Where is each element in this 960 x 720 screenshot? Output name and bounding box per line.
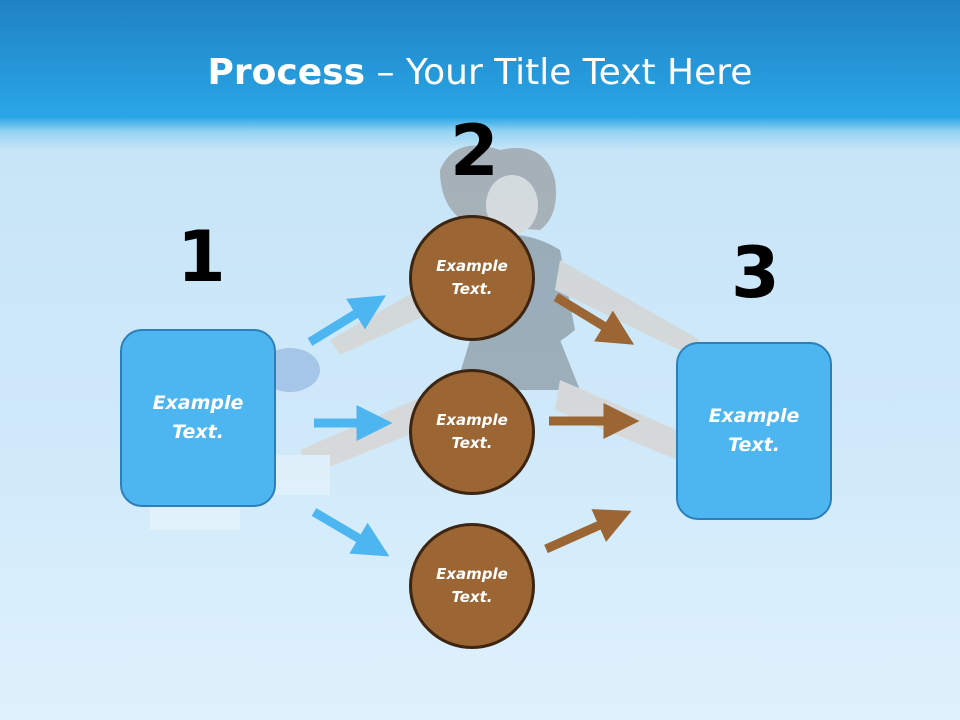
circle-top: Example Text.	[409, 215, 535, 341]
arrow-circle-bottom-to-box	[544, 509, 632, 554]
step-number-2: 2	[450, 110, 499, 192]
arrow-box-to-circle-bottom	[311, 508, 390, 557]
title-bold: Process	[207, 52, 366, 93]
right-box-line1: Example	[708, 405, 800, 427]
step-number-3: 3	[731, 232, 780, 314]
page-title: Process – Your Title Text Here	[0, 52, 960, 93]
circle-middle-line2: Text.	[451, 434, 493, 452]
circle-bottom-line2: Text.	[451, 588, 493, 606]
right-box: Example Text.	[676, 342, 832, 520]
circle-top-line1: Example	[436, 257, 508, 275]
title-rest: – Your Title Text Here	[365, 52, 753, 93]
left-box-line1: Example	[152, 392, 244, 414]
circle-middle: Example Text.	[409, 369, 535, 495]
circle-middle-line1: Example	[436, 411, 508, 429]
right-box-line2: Text.	[728, 434, 780, 456]
left-box: Example Text.	[120, 329, 276, 507]
circle-top-line2: Text.	[451, 280, 493, 298]
circle-bottom-line1: Example	[436, 565, 508, 583]
left-box-line2: Text.	[172, 421, 224, 443]
arrow-circle-top-to-box	[553, 293, 635, 345]
step-number-1: 1	[177, 216, 226, 298]
arrow-box-to-circle-top	[307, 295, 387, 346]
title-bar	[0, 0, 960, 150]
circle-bottom: Example Text.	[409, 523, 535, 649]
